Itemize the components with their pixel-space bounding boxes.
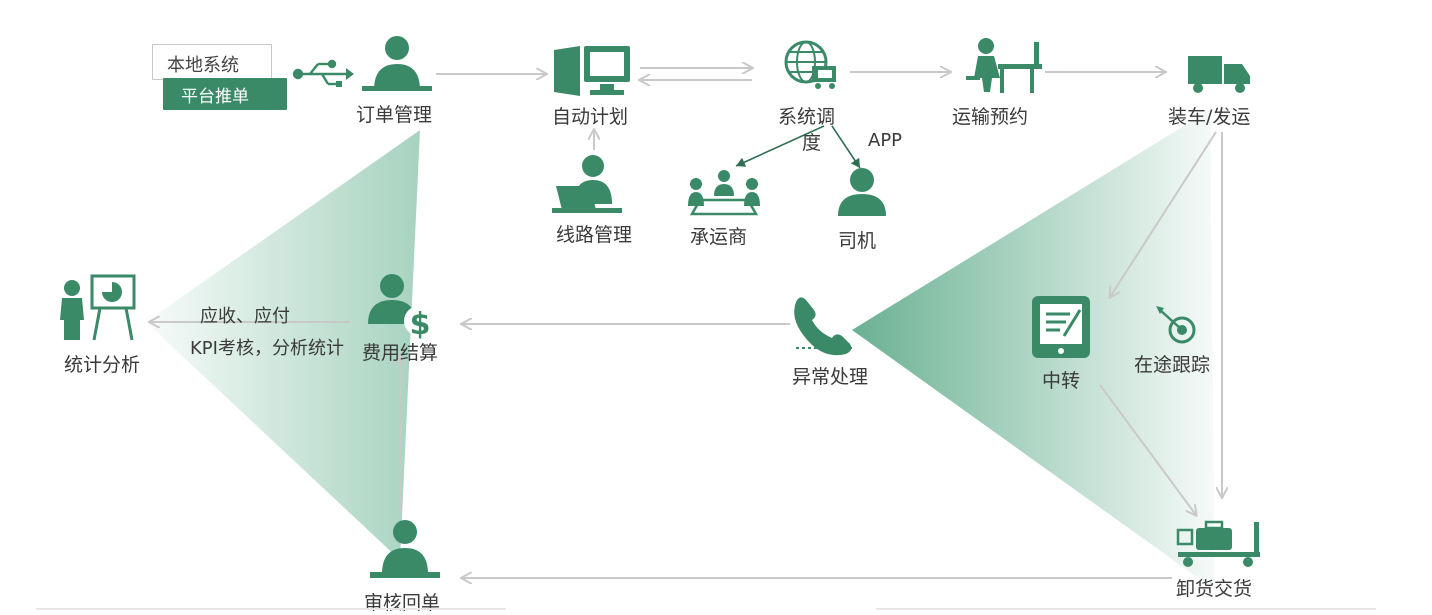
carrier-label: 承运商 [690,226,748,248]
unload-delivery-label: 卸货交货 [1176,578,1253,600]
cart-icon [1176,520,1260,567]
svg-text:$: $ [410,307,431,342]
order-management-icon [362,36,432,91]
local-system-label: 本地系统 [167,55,239,76]
fee-settlement-label: 费用结算 [362,342,439,364]
loading-shipping-label: 装车/发运 [1168,106,1251,128]
system-dispatch-icon [784,40,836,89]
transport-booking-label: 运输预约 [952,106,1029,128]
kpi-stats-label: KPI考核，分析统计 [190,338,344,359]
transfer-tablet-icon [1032,296,1090,358]
review-receipt-icon [370,520,440,578]
transfer-label: 中转 [1042,370,1081,392]
route-management-label: 线路管理 [556,224,633,246]
tracking-label: 在途跟踪 [1134,354,1211,376]
route-management-icon [552,155,622,213]
auto-plan-icon [554,46,630,96]
bottom-divider-right [876,608,1376,610]
usb-icon [292,59,354,87]
fee-settlement-icon: $ [368,274,436,342]
left-fan-shape [146,130,420,560]
auto-plan-label: 自动计划 [552,106,629,128]
driver-icon [838,168,886,216]
platform-push-label: 平台推单 [181,87,249,107]
bottom-divider-left [36,608,506,610]
connectors [150,68,1222,578]
truck-icon [1188,56,1250,93]
exception-handling-label: 异常处理 [792,366,869,388]
statistics-label: 统计分析 [64,354,141,376]
phone-icon [794,297,852,356]
transport-booking-icon [966,38,1042,93]
app-label: APP [868,130,903,151]
local-system-box: 本地系统 [152,44,272,80]
tracking-icon [1156,306,1196,344]
system-dispatch-label-line1: 系统调 [778,106,836,128]
driver-label: 司机 [838,230,877,252]
receivable-payable-label: 应收、应付 [200,306,290,327]
system-dispatch-label-line2: 度 [802,132,822,154]
review-receipt-label: 审核回单 [364,592,441,614]
carrier-icon [688,170,760,216]
order-management-label: 订单管理 [356,104,433,126]
statistics-icon [60,274,136,341]
dispatch-connectors [735,125,861,169]
platform-push-badge: 平台推单 [163,78,287,110]
